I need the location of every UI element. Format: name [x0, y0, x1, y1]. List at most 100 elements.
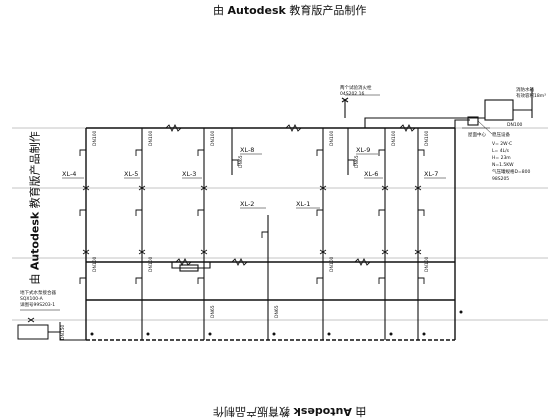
note-test-hydrant: 两个试验消火栓	[340, 84, 372, 91]
riser-label: XL-4	[62, 170, 76, 178]
hydrant-branch	[232, 159, 239, 166]
pipe-dot	[422, 332, 426, 336]
valve-icon	[414, 249, 422, 255]
note-equip-4: L= 4L/s	[492, 148, 510, 154]
base-dots	[90, 310, 463, 336]
valve-icon	[200, 185, 208, 191]
riser-label: XL-1	[296, 200, 310, 208]
note-equip-6: N=1.5KW	[492, 162, 514, 168]
pipe-dot	[272, 332, 276, 336]
valve-icon	[82, 185, 90, 191]
leaders	[345, 94, 493, 135]
hydrant-branch	[378, 277, 385, 284]
hydrant-branch	[316, 209, 323, 216]
pipe-size: DN100	[329, 130, 335, 146]
hydrant-branch	[378, 149, 385, 156]
hydrant-branch	[378, 209, 385, 216]
hydrant-branch	[135, 149, 142, 156]
riser-label: XL-5	[124, 170, 138, 178]
valve-marks	[82, 185, 422, 255]
riser-label: XL-3	[182, 170, 196, 178]
connector-box	[17, 324, 49, 340]
pump-connector	[17, 309, 86, 341]
pipe-size: DN65	[238, 155, 244, 168]
pipe-size: DN100	[210, 130, 216, 146]
hydrant-branch	[418, 209, 425, 216]
hydrant-branch	[79, 209, 86, 216]
notes: 两个试验消火栓 04S202 16 消防水箱 有效容积18m³ DN100 屋面…	[20, 84, 546, 308]
pipe-size: DN100	[148, 256, 154, 272]
hydrant-branch	[316, 149, 323, 156]
valve-icon	[200, 249, 208, 255]
valve-icon	[381, 249, 389, 255]
pipe-dot	[146, 332, 150, 336]
note-equip-5: H= 23m	[492, 155, 511, 161]
pipe-size: DN100	[391, 130, 397, 146]
gate-valve-icon	[399, 123, 416, 133]
pipe-dot	[389, 332, 393, 336]
pipe-size: DN65	[210, 305, 216, 318]
riser-lines	[141, 128, 419, 340]
note-equip-8: 98S205	[492, 176, 509, 182]
floor-lines	[12, 127, 548, 321]
pipe-size: DN100	[92, 130, 98, 146]
valve-icon	[319, 185, 327, 191]
valve-icon	[138, 249, 146, 255]
roof-equipment	[341, 88, 533, 128]
hydrant-branch	[348, 159, 355, 166]
hydrant-branch	[197, 209, 204, 216]
bottom-ring-main	[86, 261, 455, 341]
hydrant-branch	[135, 277, 142, 284]
note-equip-2: 稳压设备	[492, 131, 510, 138]
pipe-size: DN100	[148, 130, 154, 146]
pipe-size: DN100	[424, 130, 430, 146]
hydrant-branch	[418, 277, 425, 284]
note-pump-1: 地下式水泵接合器	[20, 289, 56, 296]
bypass-pipe	[171, 262, 211, 269]
riser-label: XL-7	[424, 170, 438, 178]
pipe-dot	[208, 332, 212, 336]
note-tank-2: 有效容积18m³	[516, 92, 546, 99]
valve-icon	[82, 249, 90, 255]
roof-supply-pipe	[364, 117, 485, 128]
top-ring-main	[85, 127, 456, 340]
equip-link	[454, 119, 470, 128]
note-pump-2: SQX100-A	[20, 296, 44, 302]
gate-valve-icon	[285, 123, 302, 133]
hydrant-branches	[79, 149, 425, 284]
hydrant-branch	[418, 149, 425, 156]
header-valves	[165, 123, 416, 267]
pipe-size: DN100	[92, 256, 98, 272]
watermark-top: 由 Autodesk 教育版产品制作	[213, 4, 367, 17]
riser-label: XL-6	[364, 170, 378, 178]
note-pump-3: 详图号99S203-1	[20, 301, 55, 308]
pipe-size: DN65	[274, 305, 280, 318]
valve-icon	[414, 185, 422, 191]
leader-line	[477, 120, 493, 135]
pipe-size: DN100	[424, 256, 430, 272]
valve-icon	[138, 185, 146, 191]
note-equip-7: 气压罐规格D=800	[492, 168, 530, 175]
test-hydrant-icon	[341, 97, 349, 103]
gate-valve-icon	[231, 257, 248, 267]
riser-label: XL-2	[240, 200, 254, 208]
check-valve-icon	[27, 317, 35, 323]
hydrant-branch	[316, 277, 323, 284]
pipe-size: DN100	[329, 256, 335, 272]
water-tank	[484, 99, 514, 121]
hydrant-branch	[79, 149, 86, 156]
pipe-dot	[90, 332, 94, 336]
note-equip-1: 屋面中心	[468, 131, 486, 138]
pipe-dot	[327, 332, 331, 336]
pipe-dot	[459, 310, 463, 314]
pipe-size: DN150	[60, 324, 66, 340]
note-equip-3: V= 2W·C	[492, 141, 512, 147]
pipe-size: DN65	[354, 155, 360, 168]
pipe-size-labels: DN100 DN100 DN100 DN100 DN100 DN65 DN65 …	[60, 130, 430, 340]
bypass-box	[179, 264, 199, 272]
gate-valve-icon	[354, 257, 371, 267]
valve-icon	[319, 249, 327, 255]
xl2-connection	[171, 262, 211, 272]
connector-pipe	[59, 322, 86, 341]
